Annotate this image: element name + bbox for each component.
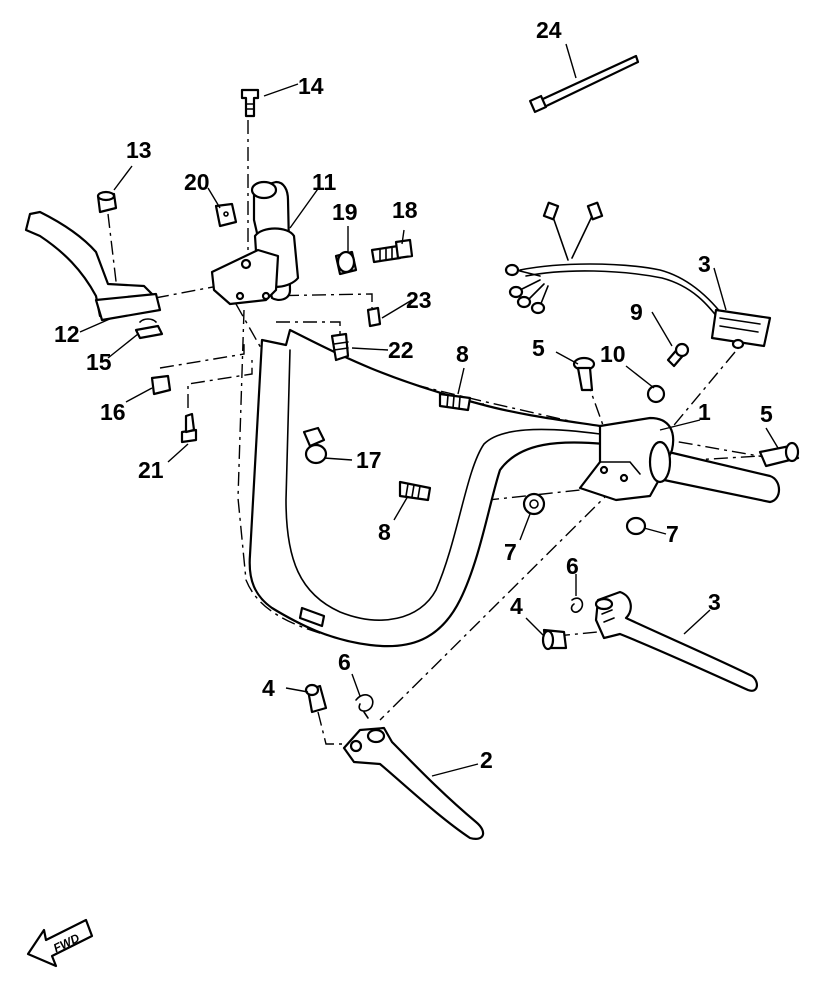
nut-7-left — [522, 492, 546, 516]
fitting-22 — [330, 332, 350, 362]
callout-24: 24 — [536, 17, 562, 43]
callout-5-right: 5 — [760, 401, 773, 427]
callout-4-left: 4 — [262, 675, 275, 701]
pin-4-left — [304, 683, 328, 714]
callout-9: 9 — [630, 299, 643, 325]
bolt-5-upper — [572, 356, 596, 392]
screw-14 — [240, 88, 260, 118]
callout-10: 10 — [600, 341, 626, 367]
left-brake-lever — [24, 210, 162, 322]
callout-11: 11 — [312, 169, 337, 195]
brake-lever-2 — [342, 726, 485, 840]
callout-21: 21 — [138, 457, 164, 483]
brake-switch-harness — [504, 201, 772, 350]
pin-4-right — [541, 628, 568, 651]
screw-9 — [666, 342, 690, 368]
callout-4-right: 4 — [510, 593, 523, 619]
bolt-5-right — [758, 441, 800, 468]
fitting-23 — [366, 306, 382, 328]
screw-21 — [180, 412, 198, 444]
callout-12: 12 — [54, 321, 80, 347]
callout-13: 13 — [126, 137, 152, 163]
callout-16: 16 — [100, 399, 126, 425]
callout-5-upper: 5 — [532, 335, 545, 361]
callout-15: 15 — [86, 349, 112, 375]
callout-3-lower: 3 — [708, 589, 721, 615]
left-handlebar-clamp — [210, 180, 300, 306]
grommet-10 — [646, 384, 666, 404]
bolt-18 — [370, 238, 414, 264]
callout-23: 23 — [406, 287, 432, 313]
callout-8-upper: 8 — [456, 341, 469, 367]
callout-20: 20 — [184, 169, 210, 195]
bolt-8-upper — [438, 392, 472, 412]
cable-tie — [528, 54, 640, 114]
callout-labels: 24 14 13 20 11 19 18 3 9 12 15 23 22 8 5… — [54, 17, 773, 773]
bracket-20 — [214, 202, 238, 228]
callout-14: 14 — [298, 73, 324, 99]
callout-22: 22 — [388, 337, 414, 363]
callout-19: 19 — [332, 199, 358, 225]
callout-3-upper: 3 — [698, 251, 711, 277]
callout-18: 18 — [392, 197, 418, 223]
screw-13 — [96, 190, 118, 214]
fitting-17 — [302, 426, 328, 465]
callout-leaders — [79, 43, 779, 777]
bolt-8-lower — [398, 480, 432, 502]
spring-6-left — [355, 694, 374, 719]
callout-6-right: 6 — [566, 553, 579, 579]
right-handlebar-clamp — [578, 416, 675, 502]
callout-2: 2 — [480, 747, 493, 773]
callout-1: 1 — [698, 399, 711, 425]
callout-7-right: 7 — [666, 521, 679, 547]
nut-19 — [334, 250, 358, 276]
callout-6-left: 6 — [338, 649, 351, 675]
callout-8-lower: 8 — [378, 519, 391, 545]
callout-17: 17 — [356, 447, 382, 473]
nut-7-right — [625, 516, 647, 536]
spring-6-right — [570, 597, 584, 613]
callout-7-left: 7 — [504, 539, 517, 565]
right-lever-3 — [594, 590, 758, 692]
spring-15 — [134, 318, 164, 340]
cap-16 — [150, 374, 172, 396]
fwd-arrow-icon: FWD — [26, 918, 94, 968]
